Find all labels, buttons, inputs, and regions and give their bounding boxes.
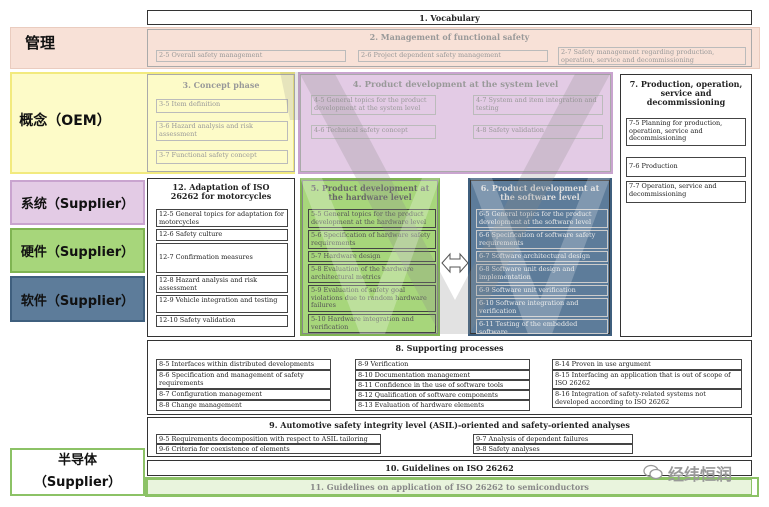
label-mgmt: 管理 bbox=[24, 33, 55, 52]
mgmt-title: 2. Management of functional safety bbox=[369, 32, 530, 42]
support-item: 8-8 Change management bbox=[156, 400, 331, 411]
watermark-text: 经纬恒润 bbox=[668, 465, 733, 484]
asil-item: 9-8 Safety analyses bbox=[473, 444, 633, 454]
system-box: 4. Product development at the system lev… bbox=[300, 74, 611, 172]
concept-item: 3-5 Item definition bbox=[156, 99, 288, 113]
label-hw: 硬件（Supplier） bbox=[10, 228, 145, 273]
sw-item: 6-11 Testing of the embedded software bbox=[476, 319, 608, 334]
hw-band bbox=[300, 178, 440, 336]
concept-item: 3-7 Functional safety concept bbox=[156, 150, 288, 164]
system-item: 4-5 General topics for the product devel… bbox=[311, 95, 436, 115]
production-item: 7-6 Production bbox=[626, 157, 746, 177]
support-item: 8-10 Documentation management bbox=[355, 370, 530, 380]
asil-item: 9-5 Requirements decomposition with resp… bbox=[156, 434, 381, 444]
system-item: 4-8 Safety validation bbox=[473, 125, 603, 139]
moto-title: 12. Adaptation of ISO 26262 for motorcyc… bbox=[170, 182, 272, 201]
guidelines-box: 10. Guidelines on ISO 26262 bbox=[147, 460, 752, 476]
label-semi: 半导体 （Supplier） bbox=[10, 448, 145, 496]
sw-item: 6-8 Software unit design and implementat… bbox=[476, 264, 608, 283]
support-item: 8-7 Configuration management bbox=[156, 389, 331, 400]
bidirectional-arrow-icon bbox=[441, 252, 469, 274]
support-item: 8-16 Integration of safety-related syste… bbox=[552, 389, 742, 408]
moto-item: 12-9 Vehicle integration and testing bbox=[156, 295, 288, 313]
label-sys: 系统（Supplier） bbox=[10, 180, 145, 225]
semi-box: 11. Guidelines on application of ISO 262… bbox=[147, 479, 752, 495]
system-title: 4. Product development at the system lev… bbox=[352, 80, 559, 90]
moto-box: 12. Adaptation of ISO 26262 for motorcyc… bbox=[147, 178, 295, 337]
hw-item: 5-10 Hardware integration and verificati… bbox=[308, 314, 436, 333]
label-oem: 概念（OEM） bbox=[19, 113, 111, 129]
sw-box: 6. Product development at the software l… bbox=[470, 180, 610, 334]
support-item: 8-6 Specification and management of safe… bbox=[156, 370, 331, 389]
hw-title: 5. Product development at the hardware l… bbox=[310, 183, 430, 202]
mgmt-box: 2. Management of functional safety 2-5 O… bbox=[147, 29, 752, 67]
moto-item: 12-8 Hazard analysis and risk assessment bbox=[156, 275, 288, 293]
sw-title: 6. Product development at the software l… bbox=[480, 183, 600, 202]
asil-box: 9. Automotive safety integrity level (AS… bbox=[147, 417, 752, 457]
label-sw: 软件（Supplier） bbox=[10, 276, 145, 322]
concept-title: 3. Concept phase bbox=[182, 80, 260, 90]
support-item: 8-5 Interfaces within distributed develo… bbox=[156, 359, 331, 370]
semi-title: 11. Guidelines on application of ISO 262… bbox=[310, 482, 589, 492]
hw-box: 5. Product development at the hardware l… bbox=[302, 180, 438, 334]
hw-item: 5-9 Evaluation of safety goal violations… bbox=[308, 285, 436, 312]
support-item: 8-12 Qualification of software component… bbox=[355, 390, 530, 400]
mgmt-band bbox=[10, 27, 760, 69]
mgmt-item: 2-6 Project dependent safety management bbox=[358, 50, 548, 62]
system-item: 4-7 System and item integration and test… bbox=[473, 95, 603, 115]
sw-item: 6-7 Software architectural design bbox=[476, 251, 608, 262]
support-box: 8. Supporting processes 8-5 Interfaces w… bbox=[147, 340, 752, 415]
hw-item: 5-6 Specification of hardware safety req… bbox=[308, 230, 436, 249]
mgmt-item: 2-5 Overall safety management bbox=[156, 50, 346, 62]
sw-item: 6-6 Specification of software safety req… bbox=[476, 230, 608, 249]
system-item: 4-6 Technical safety concept bbox=[311, 125, 436, 139]
guidelines-title: 10. Guidelines on ISO 26262 bbox=[385, 463, 514, 473]
hw-item: 5-8 Evaluation of the hardware architect… bbox=[308, 264, 436, 283]
mgmt-item: 2-7 Safety management regarding producti… bbox=[558, 47, 746, 65]
sw-band bbox=[468, 178, 612, 336]
production-item: 7-7 Operation, service and decommissioni… bbox=[626, 181, 746, 203]
support-item: 8-13 Evaluation of hardware elements bbox=[355, 400, 530, 411]
sw-item: 6-9 Software unit verification bbox=[476, 285, 608, 296]
support-item: 8-9 Verification bbox=[355, 359, 530, 370]
concept-box: 3. Concept phase 3-5 Item definition 3-6… bbox=[147, 74, 295, 172]
vocabulary-title: 1. Vocabulary bbox=[419, 13, 480, 23]
concept-item: 3-6 Hazard analysis and risk assessment bbox=[156, 121, 288, 141]
vocabulary-box: 1. Vocabulary bbox=[147, 10, 752, 25]
sw-item: 6-5 General topics for the product devel… bbox=[476, 209, 608, 228]
moto-item: 12-5 General topics for adaptation for m… bbox=[156, 209, 288, 227]
production-item: 7-5 Planning for production, operation, … bbox=[626, 118, 746, 146]
support-item: 8-14 Proven in use argument bbox=[552, 359, 742, 370]
support-item: 8-15 Interfacing an application that is … bbox=[552, 370, 742, 389]
moto-item: 12-6 Safety culture bbox=[156, 229, 288, 241]
support-item: 8-11 Confidence in the use of software t… bbox=[355, 380, 530, 390]
moto-item: 12-7 Confirmation measures bbox=[156, 243, 288, 273]
sw-item: 6-10 Software integration and verificati… bbox=[476, 298, 608, 317]
production-title: 7. Production, operation, service and de… bbox=[629, 79, 743, 107]
moto-item: 12-10 Safety validation bbox=[156, 315, 288, 327]
asil-item: 9-6 Criteria for coexistence of elements bbox=[156, 444, 381, 454]
wechat-icon bbox=[643, 464, 663, 480]
oem-band bbox=[10, 72, 295, 174]
hw-item: 5-7 Hardware design bbox=[308, 251, 436, 262]
hw-item: 5-5 General topics for the product devel… bbox=[308, 209, 436, 228]
asil-title: 9. Automotive safety integrity level (AS… bbox=[269, 420, 630, 430]
system-band bbox=[298, 72, 613, 174]
production-box: 7. Production, operation, service and de… bbox=[620, 74, 752, 337]
support-title: 8. Supporting processes bbox=[395, 343, 504, 353]
asil-item: 9-7 Analysis of dependent failures bbox=[473, 434, 633, 444]
